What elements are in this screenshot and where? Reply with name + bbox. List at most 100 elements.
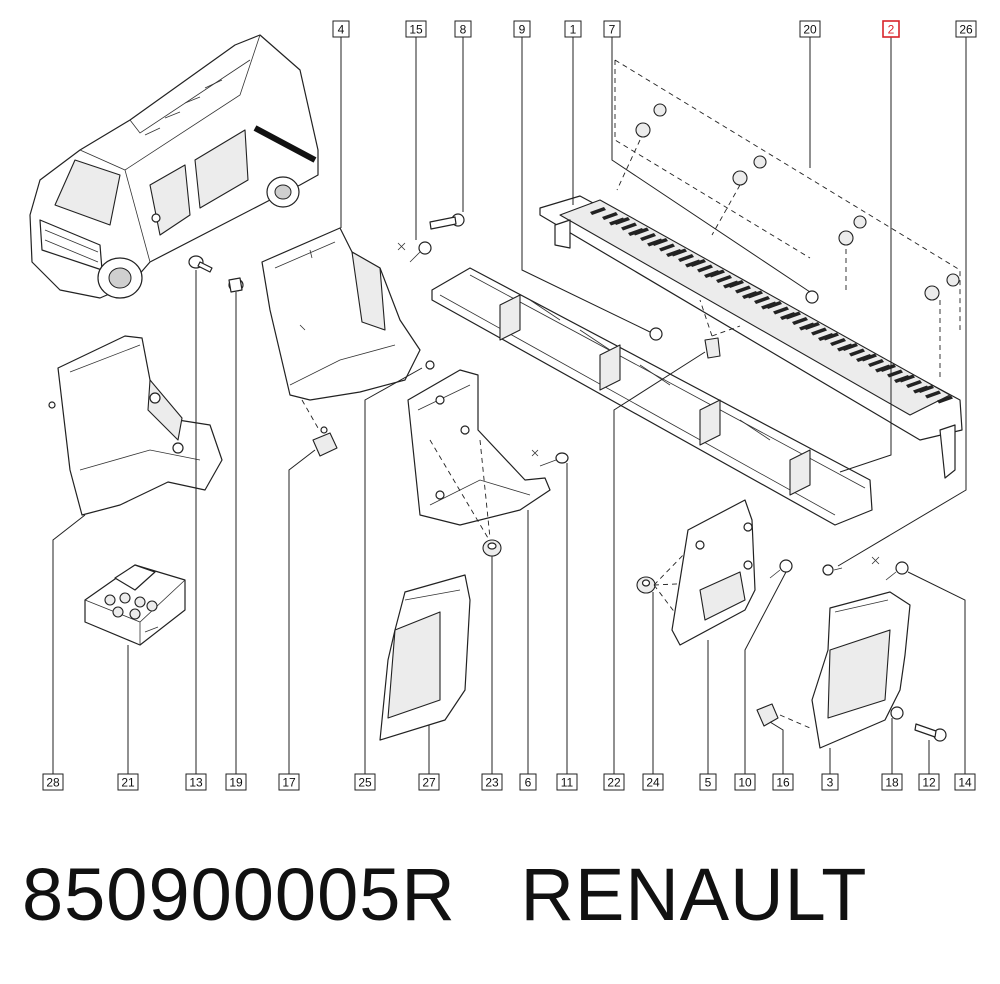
tread-slot: [590, 207, 606, 215]
callout-label-23: 23: [485, 776, 499, 790]
callout-label-4: 4: [338, 23, 345, 37]
callout-label-3: 3: [827, 776, 834, 790]
part-19-bolt: [228, 277, 244, 293]
tread-slot: [780, 312, 796, 320]
callout-box-13: [185, 773, 207, 791]
part-28-rear-corner-trim: [48, 335, 223, 516]
tread-slot: [628, 228, 644, 236]
tread-slot: [735, 285, 751, 294]
part-15-screw: [397, 241, 432, 263]
tread-slot: [906, 380, 922, 388]
callout-7: 7: [603, 20, 621, 38]
callout-12: 12: [918, 773, 940, 791]
part-4-corner-trim: [261, 227, 421, 401]
tread-slot: [837, 343, 853, 352]
callout-label-25: 25: [358, 776, 372, 790]
callout-box-11: [556, 773, 578, 791]
callout-box-3: [821, 773, 839, 791]
callout-label-16: 16: [776, 776, 790, 790]
callout-box-20: [799, 20, 821, 38]
callout-24: 24: [642, 773, 664, 791]
callout-1: 1: [564, 20, 582, 38]
tread-slot: [640, 233, 656, 241]
tread-slot: [773, 306, 789, 315]
part-1-step-tread: [539, 195, 963, 479]
van-illustration: [29, 34, 319, 299]
callout-box-9: [513, 20, 531, 38]
part-13-rivet: [188, 255, 213, 273]
tread-slot: [716, 275, 732, 283]
tread-slot: [678, 254, 694, 262]
tread-slot: [925, 390, 941, 399]
callout-16: 16: [772, 773, 794, 791]
callout-box-23: [481, 773, 503, 791]
tread-slot: [792, 317, 808, 325]
callout-8: 8: [454, 20, 472, 38]
tread-slot: [856, 354, 872, 362]
callout-label-15: 15: [409, 23, 423, 37]
tread-slot: [647, 238, 663, 247]
callout-label-21: 21: [121, 776, 135, 790]
callout-box-15: [405, 20, 427, 38]
part-18-nut: [890, 706, 904, 720]
tread-slot: [659, 243, 675, 252]
part-12-bolt: [914, 723, 947, 742]
tread-slot: [723, 280, 739, 289]
part-3-corner-trim: [811, 591, 911, 749]
tread-slot: [894, 375, 910, 383]
callout-23: 23: [481, 773, 503, 791]
callout-box-28: [42, 773, 64, 791]
step-tread-slots: [590, 207, 953, 404]
tread-slot: [875, 364, 891, 373]
leader-lines: [52, 37, 967, 774]
callout-13: 13: [185, 773, 207, 791]
callout-label-13: 13: [189, 776, 203, 790]
tread-slot: [754, 296, 770, 304]
callout-label-22: 22: [607, 776, 621, 790]
callout-label-1: 1: [570, 23, 577, 37]
callout-box-27: [418, 773, 440, 791]
callout-4: 4: [332, 20, 350, 38]
callout-21: 21: [117, 773, 139, 791]
callout-5: 5: [699, 773, 717, 791]
tread-slot: [602, 212, 618, 220]
callout-26: 26: [955, 20, 977, 38]
callout-label-20: 20: [803, 23, 817, 37]
callout-box-17: [278, 773, 300, 791]
callout-box-24: [642, 773, 664, 791]
callout-22: 22: [603, 773, 625, 791]
part-25-bracket: [407, 360, 551, 526]
callout-27: 27: [418, 773, 440, 791]
part-26-rivet: [822, 564, 843, 576]
part-7-20-clip-set: [614, 59, 961, 380]
part-caption: 850900005R RENAULT: [22, 852, 867, 937]
tread-slot: [811, 327, 827, 336]
callout-label-27: 27: [422, 776, 436, 790]
callout-box-25: [354, 773, 376, 791]
callout-label-28: 28: [46, 776, 60, 790]
callout-box-12: [918, 773, 940, 791]
tread-slot: [830, 338, 846, 346]
callout-box-26: [955, 20, 977, 38]
callout-18: 18: [881, 773, 903, 791]
part-24-nut: [636, 547, 721, 631]
callout-2: 2: [882, 20, 900, 38]
callout-box-1: [564, 20, 582, 38]
part-27-lower-trim: [379, 574, 471, 741]
part-21-clip-kit-box: [84, 564, 186, 646]
callout-label-19: 19: [229, 776, 243, 790]
callout-box-19: [225, 773, 247, 791]
part-5-side-bracket: [671, 499, 756, 646]
callout-label-18: 18: [885, 776, 899, 790]
callout-box-4: [332, 20, 350, 38]
callout-19: 19: [225, 773, 247, 791]
tread-slot: [913, 385, 929, 394]
callout-box-18: [881, 773, 903, 791]
tread-slot: [697, 264, 713, 273]
part-17-clip: [301, 399, 338, 457]
callout-label-9: 9: [519, 23, 526, 37]
callout-box-21: [117, 773, 139, 791]
part-23-grommet: [429, 439, 502, 557]
